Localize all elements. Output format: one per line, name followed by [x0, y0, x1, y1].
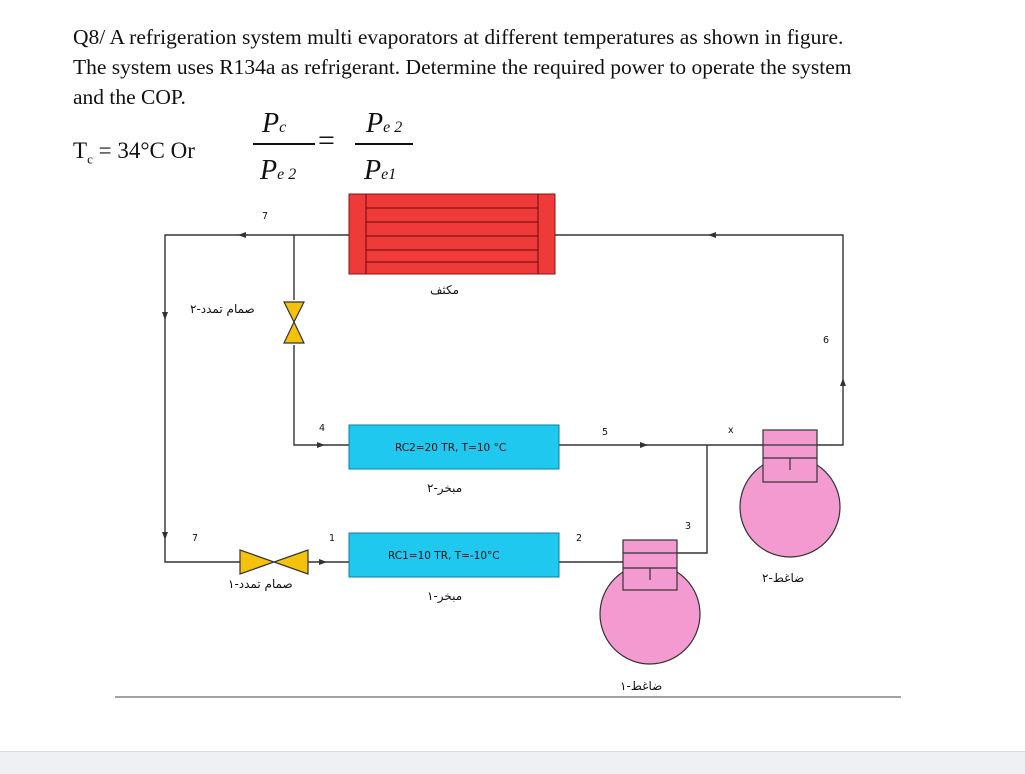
arrow-top-right — [708, 232, 716, 238]
state-point-x: x — [728, 425, 734, 436]
flow-arrows — [162, 232, 846, 565]
valve2-top-triangle — [283, 301, 305, 324]
evaporator-2-spec: RC2=20 TR, T=10 °C — [395, 442, 506, 454]
valve-1-label: صمام تمدد-١ — [228, 577, 293, 591]
formula-p: P — [260, 155, 278, 186]
tc-subscript: c — [87, 151, 93, 167]
state-point-4: 4 — [319, 423, 325, 434]
condenser — [348, 193, 556, 275]
state-point-2: 2 — [576, 533, 582, 544]
formula-p: P — [364, 155, 382, 186]
fraction-line-right — [355, 143, 413, 145]
arrow-top-left — [238, 232, 246, 238]
arrow-line5 — [640, 442, 648, 448]
evaporator-1-label: مبخر-١ — [427, 589, 462, 604]
evaporator-2 — [348, 424, 560, 470]
formula-sub-c: c — [279, 119, 287, 136]
pipe-condenser-to-left — [164, 234, 349, 563]
formula-pe1: Pe1 — [364, 155, 396, 187]
formula-sub-e2: e 2 — [383, 119, 403, 136]
expansion-valve-1 — [239, 549, 309, 575]
valve-2-label: صمام تمدد-٢ — [190, 302, 255, 316]
pipe-comp1-to-mixing — [677, 445, 708, 554]
compressor-2-label: ضاغط-٢ — [762, 571, 804, 585]
arrow-into-evap2 — [317, 442, 325, 448]
condenser-label: مكثف — [430, 283, 459, 297]
arrow-right-up — [840, 378, 846, 386]
valve1-right-triangle — [272, 549, 309, 575]
fraction-line-left — [253, 143, 315, 145]
tc-symbol: T — [73, 138, 88, 163]
valve1-left-triangle — [239, 549, 276, 575]
evaporator-1 — [348, 532, 560, 578]
compressor-2 — [739, 429, 841, 558]
state-point-labels: 7 7 4 1 2 3 5 6 x — [192, 211, 829, 544]
question-line-1: Q8/ A refrigeration system multi evapora… — [73, 25, 844, 49]
compressor-2-cylinder — [762, 429, 818, 483]
condenser-body — [348, 193, 556, 275]
evaporator-2-label: مبخر-٢ — [427, 481, 462, 496]
state-point-7-left: 7 — [192, 533, 198, 544]
question-line-3: and the COP. — [73, 85, 186, 109]
formula-pe2-numerator: Pe 2 — [366, 108, 402, 140]
formula-sub-e1: e1 — [381, 166, 397, 183]
condenser-temperature: Tc = 34°C Or — [73, 138, 195, 168]
pipe-comp2-to-condenser — [555, 234, 844, 446]
pipe-valve2-to-evap2 — [293, 345, 349, 446]
formula-p: P — [262, 108, 280, 139]
arrow-into-evap1 — [319, 559, 327, 565]
condenser-coil — [365, 194, 539, 274]
arrow-left-down-1 — [162, 312, 168, 320]
page-footer-bar — [0, 751, 1025, 774]
formula-p: P — [366, 108, 384, 139]
state-point-5: 5 — [602, 427, 608, 438]
state-point-1: 1 — [329, 533, 335, 544]
evaporator-1-spec: RC1=10 TR, T=-10°C — [388, 550, 500, 562]
arrow-left-down-2 — [162, 532, 168, 540]
formula-pe2-denominator: Pe 2 — [260, 155, 296, 187]
state-point-6: 6 — [823, 335, 829, 346]
state-point-3: 3 — [685, 521, 691, 532]
compressor-1-label: ضاغط-١ — [620, 679, 662, 693]
formula-sub-e2: e 2 — [277, 166, 297, 183]
pipe-lines — [164, 234, 844, 563]
question-text: Q8/ A refrigeration system multi evapora… — [73, 22, 973, 112]
formula-pc: Pc — [262, 108, 286, 140]
valve2-bottom-triangle — [283, 320, 305, 344]
tc-value: = 34°C Or — [92, 138, 195, 163]
formula-equals: = — [318, 124, 335, 157]
expansion-valve-2 — [283, 301, 305, 344]
state-point-7-top: 7 — [262, 211, 268, 222]
compressor-1-cylinder — [622, 539, 678, 591]
compressor-1 — [599, 539, 701, 665]
question-line-2: The system uses R134a as refrigerant. De… — [73, 55, 852, 79]
